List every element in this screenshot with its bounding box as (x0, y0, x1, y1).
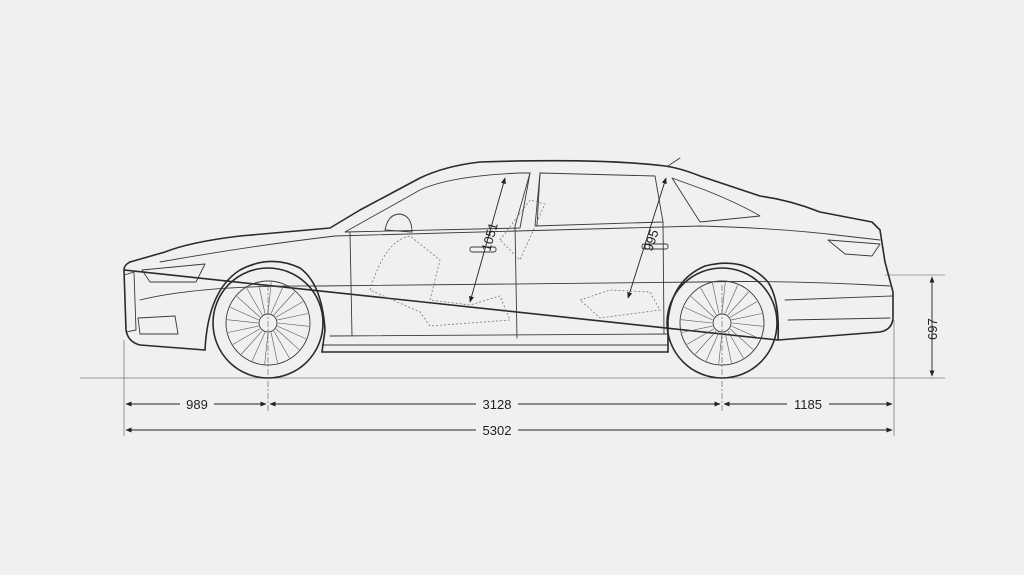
wheelbase-label: 3128 (483, 397, 512, 412)
wheel-spoke (241, 330, 263, 355)
wheel-spoke (277, 322, 309, 327)
wheel-spoke (718, 332, 723, 364)
wheel-spoke (267, 282, 272, 314)
wheel-spoke (721, 282, 726, 314)
front-headroom-label: 1051 (478, 221, 500, 253)
wheel-spoke (277, 325, 306, 340)
wheel-spoke (695, 330, 717, 355)
wheel-spoke (729, 301, 758, 318)
wheel-spoke (690, 296, 715, 318)
wheel-spoke (731, 313, 762, 321)
wheel-spoke (270, 332, 278, 363)
wheel-spoke (230, 306, 259, 321)
wheel-spoke (729, 328, 754, 350)
wheel-spoke (700, 287, 717, 316)
wheel-spoke (273, 291, 295, 316)
wheel-spoke (727, 330, 744, 359)
wheelbase-dimension: 3128 (269, 396, 721, 412)
wheel-spoke (277, 313, 308, 321)
wheel-spoke (712, 283, 720, 314)
rear-overhang-label: 1185 (794, 397, 822, 412)
wheel-spoke (275, 328, 300, 350)
wheel-spoke (251, 332, 266, 361)
wheel-spoke (246, 287, 263, 316)
rear-overhang-dimension: 1185 (723, 396, 893, 412)
front-wheel (212, 267, 324, 379)
wheel-spoke (264, 332, 269, 364)
front-overhang-label: 989 (186, 397, 208, 412)
front-headroom-dimension: 1051 (469, 177, 506, 303)
front-overhang-dimension: 989 (125, 396, 267, 412)
car-body (123, 157, 894, 353)
overall-length-dimension: 5302 (125, 422, 893, 438)
wheel-spoke (232, 328, 261, 345)
wheel-spoke (236, 296, 261, 318)
rear-height-dimension: 697 (925, 276, 940, 377)
wheel-spoke (270, 285, 285, 314)
wheel-spoke (681, 319, 713, 324)
wheel-spoke (684, 306, 713, 321)
wheel-spoke (228, 325, 259, 333)
wheel-spoke (686, 328, 715, 345)
wheel-spoke (705, 332, 720, 361)
wheel-spoke (227, 319, 259, 324)
wheel-spoke (275, 301, 304, 318)
wheel-spoke (731, 322, 763, 327)
wheel-spoke (682, 325, 713, 333)
wheel-spoke (724, 285, 739, 314)
wheel-spoke (727, 291, 749, 316)
wheel-spoke (273, 330, 290, 359)
overall-length-label: 5302 (483, 423, 512, 438)
wheel-spoke (258, 283, 266, 314)
rear-headroom-dimension: 995 (627, 177, 667, 299)
wheel-spoke (731, 325, 760, 340)
rear-headroom-label: 995 (641, 228, 662, 253)
rear-height-label: 697 (925, 318, 940, 340)
extension-lines (123, 274, 945, 436)
wheel-spoke (724, 332, 732, 363)
